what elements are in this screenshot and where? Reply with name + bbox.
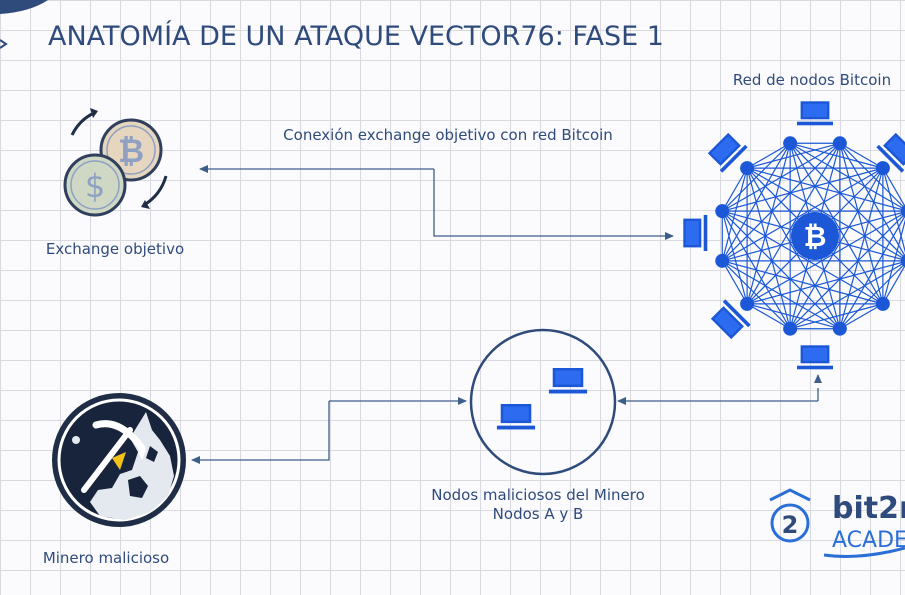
bitcoin-network-icon: ₿ [715, 136, 905, 336]
network-link [746, 303, 841, 330]
pickaxe-miner-icon [52, 393, 186, 527]
bitcoin-symbol-icon: ₿ [804, 220, 827, 253]
network-link [721, 142, 791, 262]
network-link [721, 260, 748, 305]
network-link [722, 260, 884, 305]
malicious-nodes-sublabel: Nodos A y B [493, 505, 584, 523]
bitcoin-glyph: ₿ [118, 132, 144, 170]
connection-label: Conexión exchange objetivo con red Bitco… [283, 126, 613, 144]
network-node [740, 296, 755, 311]
network-node [832, 321, 847, 336]
network-link [721, 210, 841, 330]
malicious-node-a-laptop [548, 368, 588, 394]
network-laptop-left [683, 215, 708, 251]
network-link [721, 142, 791, 212]
network-link [746, 303, 791, 330]
network-laptop-bottom [797, 345, 833, 370]
network-link [721, 167, 884, 262]
network-link [789, 142, 905, 211]
network-link [746, 167, 905, 260]
network-link [789, 142, 884, 169]
network-label: Red de nodos Bitcoin [733, 71, 891, 89]
network-link [789, 167, 884, 330]
network-link [839, 303, 884, 330]
network-node [715, 204, 730, 219]
network-node [783, 321, 798, 336]
network-link [746, 142, 791, 169]
network-link [746, 212, 905, 305]
network-node [715, 253, 730, 268]
network-link [721, 260, 791, 330]
network-link [721, 210, 748, 305]
brand-name: bit2m [832, 491, 905, 526]
network-node [832, 136, 847, 151]
network-link [746, 167, 905, 212]
bit2me-academy-logo: 2 bit2m ACADEMY [769, 488, 905, 558]
exchange-label: Exchange objetivo [46, 240, 184, 258]
network-node [740, 161, 755, 176]
corner-decoration [0, 0, 48, 14]
network-node [900, 204, 905, 218]
arrow-to-miner [191, 401, 330, 464]
network-link [721, 167, 748, 262]
network-node [900, 254, 905, 268]
dollar-glyph: $ [85, 167, 105, 205]
network-node [783, 136, 798, 151]
brand-badge: 2 [782, 511, 799, 539]
network-link [882, 264, 905, 305]
connection-arrow-to-network [433, 169, 674, 240]
brand-sub: ACADEMY [832, 528, 905, 553]
network-link [746, 143, 791, 305]
network-link [789, 142, 884, 305]
bitcoin-hub-icon [791, 212, 839, 260]
exchange-icon: ₿ $ [63, 108, 168, 217]
miner-label: Minero malicioso [43, 549, 169, 567]
malicious-nodes-label: Nodos maliciosos del Minero [431, 486, 645, 504]
network-link [746, 167, 791, 329]
malicious-nodes-circle [469, 328, 617, 476]
network-node [875, 161, 890, 176]
network-link [882, 167, 905, 208]
network-link [789, 142, 905, 259]
corner-tick [0, 39, 8, 49]
diagram-title: ANATOMÍA DE UN ATAQUE VECTOR76: FASE 1 [48, 20, 664, 52]
network-link [746, 167, 841, 330]
network-node [875, 296, 890, 311]
malicious-node-b-laptop [496, 404, 536, 430]
network-link [746, 142, 841, 305]
network-link [839, 142, 884, 169]
network-link [721, 210, 884, 305]
network-link [721, 167, 748, 212]
network-laptop-top [797, 101, 833, 126]
